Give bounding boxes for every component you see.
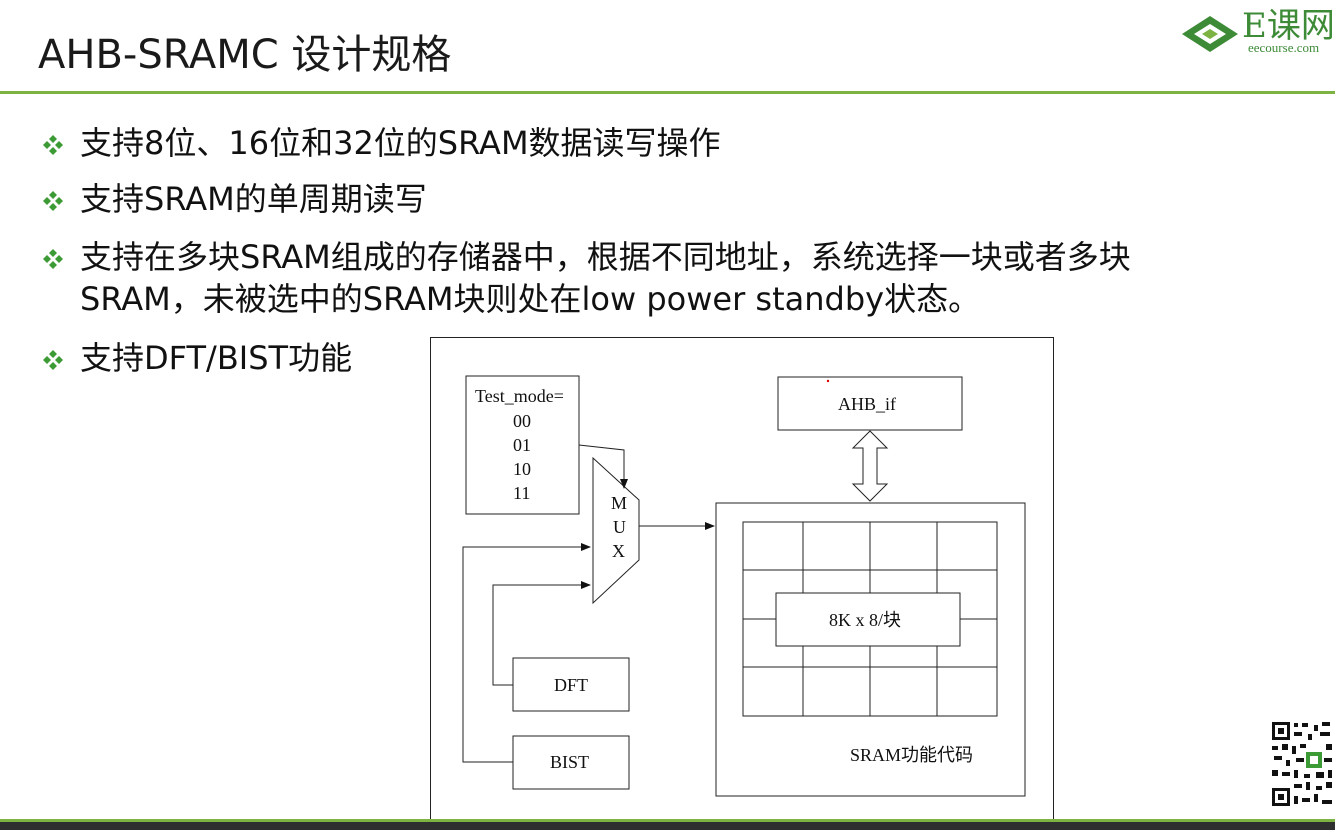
diamond-logo-icon	[1182, 16, 1238, 52]
dft-box	[512, 657, 630, 712]
connector-line	[578, 444, 628, 489]
title-divider	[0, 91, 1335, 94]
logo-brand: E课网	[1242, 6, 1335, 46]
qr-code	[1270, 720, 1335, 810]
architecture-diagram: Test_mode= 00 01 10 11 M U X DFT BIST AH…	[430, 337, 1054, 821]
mux-letter: U	[613, 517, 626, 537]
mux-letter: X	[612, 541, 625, 561]
slide-title: AHB-SRAMC 设计规格	[38, 32, 452, 78]
ahb-if-label: AHB_if	[838, 394, 896, 414]
bidirectional-arrow	[851, 430, 889, 502]
bullet-text: 支持8位、16位和32位的SRAM数据读写操作	[80, 124, 721, 162]
diamond-bullet-icon	[43, 191, 63, 211]
test-mode-label: Test_mode=	[475, 386, 564, 406]
diagram-canvas: Test_mode= 00 01 10 11 M U X DFT BIST AH…	[462, 375, 1026, 797]
footer-bar	[0, 819, 1335, 830]
diamond-bullet-icon	[43, 135, 63, 155]
logo: E课网 eecourse.com	[1176, 6, 1335, 56]
red-dot	[826, 379, 830, 383]
test-mode-value: 01	[513, 435, 531, 455]
dft-label: DFT	[554, 675, 588, 695]
connector-line	[462, 543, 591, 763]
sram-func-label: SRAM功能代码	[850, 745, 973, 765]
bist-box	[512, 735, 630, 790]
bist-label: BIST	[550, 752, 589, 772]
sram-block-label: 8K x 8/块	[829, 610, 901, 630]
diamond-bullet-icon	[43, 249, 63, 269]
test-mode-box	[465, 375, 580, 515]
bullet-text: 支持DFT/BIST功能	[80, 339, 353, 377]
ahb-if-box	[777, 376, 963, 431]
bullet-text: 支持在多块SRAM组成的存储器中，根据不同地址，系统选择一块或者多块	[80, 238, 1131, 276]
connector-line	[492, 581, 591, 686]
diamond-bullet-icon	[43, 350, 63, 370]
bullet-text: 支持SRAM的单周期读写	[80, 180, 427, 218]
bullet-text-continued: SRAM，未被选中的SRAM块则处在low power standby状态。	[80, 280, 981, 318]
logo-site: eecourse.com	[1248, 40, 1320, 55]
test-mode-value: 11	[513, 483, 530, 503]
sram-block-box	[775, 592, 961, 647]
mux-letter: M	[611, 493, 627, 513]
test-mode-value: 00	[513, 411, 531, 431]
test-mode-value: 10	[513, 459, 531, 479]
